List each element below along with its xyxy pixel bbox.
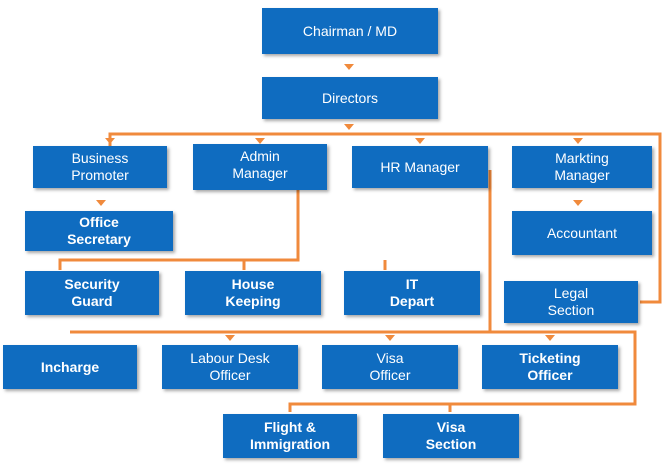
business-promoter-box: Business Promoter bbox=[33, 146, 167, 188]
ticketing-officer-box: Ticketing Officer bbox=[482, 345, 618, 389]
incharge-box: Incharge bbox=[3, 345, 137, 389]
visa-section-box: Visa Section bbox=[383, 414, 519, 458]
arrow-chairman-directors bbox=[344, 64, 354, 70]
flight-immigration-box: Flight & Immigration bbox=[223, 414, 357, 458]
connector-hr-bus bbox=[288, 170, 637, 412]
it-depart-box: IT Depart bbox=[344, 271, 480, 315]
arrow-business-promoter bbox=[105, 138, 115, 144]
marketing-manager-box: Markting Manager bbox=[512, 146, 652, 188]
arrow-hr-manager bbox=[415, 138, 425, 144]
security-guard-box: Security Guard bbox=[25, 271, 159, 315]
arrow-ticketing bbox=[545, 335, 555, 341]
house-keeping-box: House Keeping bbox=[185, 271, 321, 315]
legal-section-box: Legal Section bbox=[504, 281, 638, 323]
arrow-accountant bbox=[573, 200, 583, 206]
arrow-admin-manager bbox=[255, 138, 265, 144]
admin-manager-box: Admin Manager bbox=[193, 144, 327, 190]
directors-box: Directors bbox=[262, 77, 438, 119]
arrow-office-secretary bbox=[96, 200, 106, 206]
arrow-directors-bus bbox=[344, 124, 354, 130]
visa-officer-box: Visa Officer bbox=[322, 345, 458, 389]
chairman-box: Chairman / MD bbox=[262, 8, 438, 54]
labour-desk-officer-box: Labour Desk Officer bbox=[162, 345, 298, 389]
arrow-marketing-manager bbox=[573, 138, 583, 144]
connector-admin-bus bbox=[58, 190, 300, 270]
hr-manager-box: HR Manager bbox=[352, 146, 488, 188]
arrow-labour-desk bbox=[225, 335, 235, 341]
accountant-box: Accountant bbox=[512, 211, 652, 255]
arrow-visa-officer bbox=[385, 335, 395, 341]
office-secretary-box: Office Secretary bbox=[25, 211, 173, 251]
